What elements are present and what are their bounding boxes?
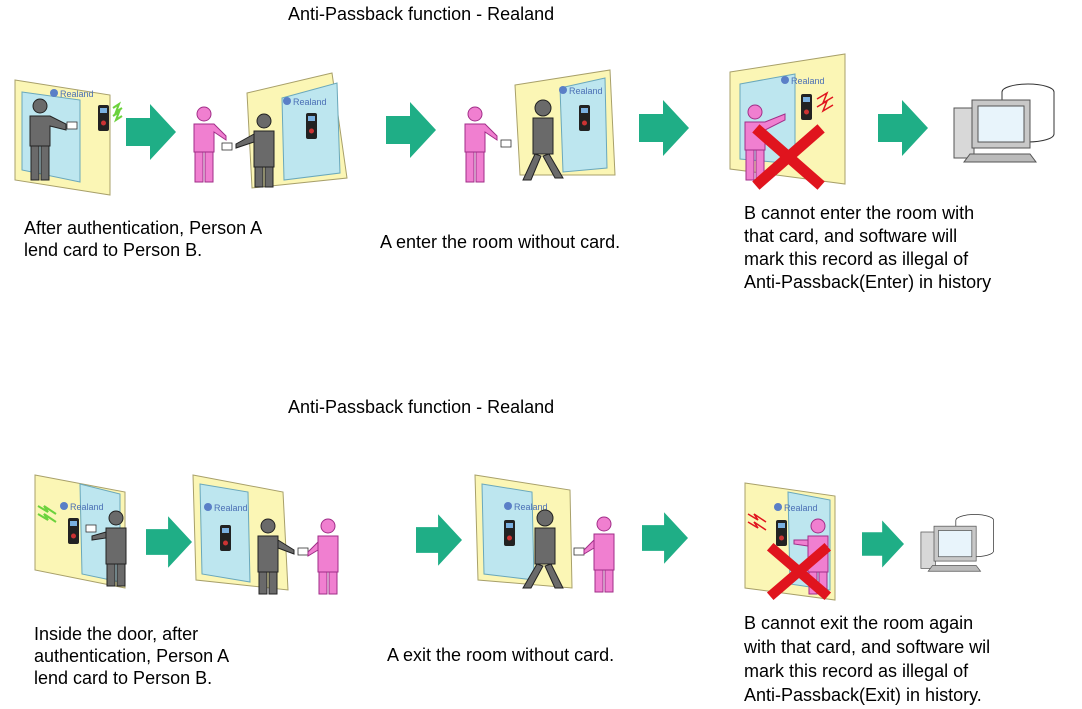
scene-enter-step3: Realand <box>729 53 846 190</box>
reject-cross-icon <box>766 542 832 601</box>
card-reader-icon <box>579 105 590 131</box>
arrow-right-icon <box>126 104 176 160</box>
svg-text:Realand: Realand <box>70 502 104 512</box>
computer-server-icon <box>920 514 994 572</box>
card-reader-icon <box>68 518 79 544</box>
door-frame <box>34 474 126 589</box>
person-b-figure <box>583 516 615 593</box>
id-card-icon <box>500 139 512 148</box>
brand-logo: Realand <box>50 89 94 99</box>
door-frame <box>474 474 573 589</box>
signal-wave-icon <box>816 91 834 113</box>
card-reader-icon <box>98 105 109 131</box>
reject-cross-icon <box>752 124 825 190</box>
arrow-right-icon <box>862 520 904 568</box>
scene-enter-step1: Realand <box>14 79 123 196</box>
diagram-title-enter: Anti-Passback function - Realand <box>288 4 555 24</box>
brand-logo: Realand <box>774 503 818 513</box>
svg-text:Realand: Realand <box>514 502 548 512</box>
brand-logo: Realand <box>60 502 104 512</box>
person-a-figure <box>522 99 564 181</box>
arrow-right-icon <box>878 100 928 156</box>
scene-exit-step1: Realand <box>34 474 127 589</box>
id-card-icon <box>573 547 585 556</box>
caption-enter-step2: A enter the room without card. <box>380 232 621 252</box>
signal-wave-icon <box>112 101 123 123</box>
brand-logo: Realand <box>283 97 327 107</box>
scene-exit-step2: Realand <box>474 474 615 593</box>
card-reader-icon <box>776 520 787 546</box>
svg-text:Realand: Realand <box>791 76 825 86</box>
signal-wave-icon <box>37 505 57 523</box>
brand-logo: Realand <box>504 502 548 512</box>
caption-exit-step1: Inside the door, after authentication, P… <box>34 624 230 688</box>
caption-exit-step3: B cannot exit the room again with that c… <box>744 613 991 705</box>
svg-text:Realand: Realand <box>569 86 603 96</box>
scene-exit-step3: Realand <box>744 482 836 601</box>
arrow-right-icon <box>416 514 462 566</box>
svg-text:Realand: Realand <box>214 503 248 513</box>
person-a-figure <box>257 518 295 595</box>
scene-enter-step2: Realand <box>464 69 616 183</box>
card-reader-icon <box>306 113 317 139</box>
arrow-right-icon <box>642 512 688 564</box>
brand-logo: Realand <box>204 503 248 513</box>
svg-text:Realand: Realand <box>60 89 94 99</box>
card-reader-icon <box>220 525 231 551</box>
diagram-title-exit: Anti-Passback function - Realand <box>288 397 555 417</box>
person-a-figure <box>29 98 67 181</box>
signal-wave-icon <box>747 513 767 531</box>
person-a-figure <box>235 113 275 188</box>
arrow-right-icon <box>639 100 689 156</box>
brand-logo: Realand <box>559 86 603 96</box>
card-reader-icon <box>504 520 515 546</box>
card-reader-icon <box>801 94 812 120</box>
id-card-icon <box>221 142 233 151</box>
brand-logo: Realand <box>781 76 825 86</box>
svg-text:Realand: Realand <box>293 97 327 107</box>
caption-exit-step2: A exit the room without card. <box>387 645 615 665</box>
person-b-figure <box>464 106 498 183</box>
svg-text:Realand: Realand <box>784 503 818 513</box>
arrow-right-icon <box>146 516 192 568</box>
id-card-icon <box>297 547 309 556</box>
person-a-figure <box>91 510 127 587</box>
caption-enter-step1: After authentication, Person A lend card… <box>24 218 263 260</box>
scene-enter-step1b: Realand <box>193 72 348 189</box>
scene-exit-step1b: Realand <box>192 474 339 595</box>
id-card-icon <box>66 121 78 130</box>
caption-enter-step3: B cannot enter the room with that card, … <box>744 203 992 292</box>
arrow-right-icon <box>386 102 436 158</box>
computer-server-icon <box>953 83 1055 163</box>
person-a-figure <box>522 509 564 589</box>
person-b-figure <box>307 518 339 595</box>
person-b-figure <box>193 106 227 183</box>
id-card-icon <box>85 524 97 533</box>
